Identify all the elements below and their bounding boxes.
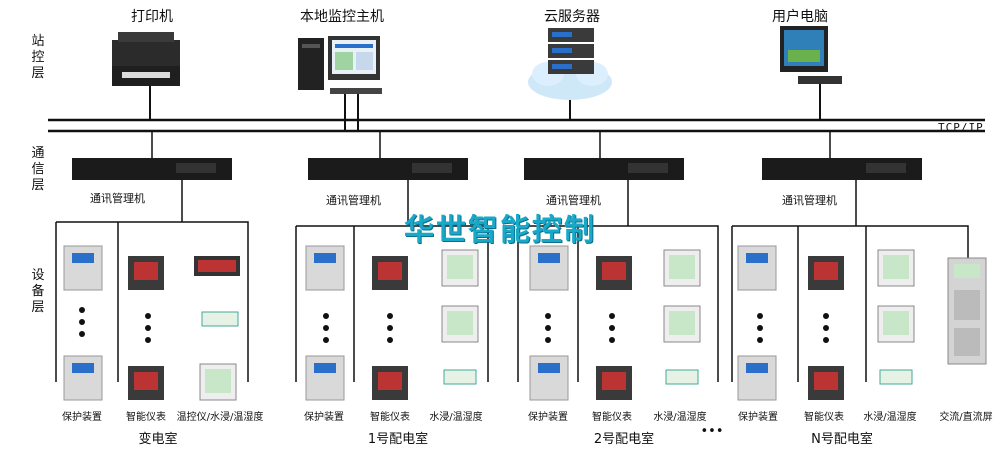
label-meter-4: 智能仪表: [804, 412, 844, 423]
label-protection-3: 保护装置: [528, 412, 568, 423]
label-protection-4: 保护装置: [738, 412, 778, 423]
ac-dc-panel-icon: [947, 257, 987, 365]
label-water-humidity-2: 水浸/温湿度: [429, 412, 483, 423]
more-devices-dots: [79, 307, 829, 343]
printer-icon: [112, 32, 180, 120]
protection-device-icons: [63, 245, 777, 401]
comm-manager-label-4: 通讯管理机: [782, 194, 837, 207]
smart-meter-icons: [128, 256, 844, 400]
user-pc-icon: [780, 26, 842, 120]
printer-label: 打印机: [131, 9, 173, 25]
room-substation-label: 变电室: [138, 432, 178, 447]
room-n-label: N号配电室: [811, 432, 873, 447]
label-protection-2: 保护装置: [304, 412, 344, 423]
label-meter-2: 智能仪表: [370, 412, 410, 423]
device-layer-label: 设备层: [31, 268, 45, 315]
label-meter-1: 智能仪表: [126, 412, 166, 423]
label-meter-3: 智能仪表: [592, 412, 632, 423]
watermark-text: 华世智能控制: [404, 213, 596, 248]
room-2-label: 2号配电室: [593, 432, 655, 447]
device-buses: [55, 180, 969, 382]
label-temp-water-humidity: 温控仪/水浸/温湿度: [176, 412, 264, 423]
comm-manager-label-1: 通讯管理机: [90, 192, 145, 205]
room-1-label: 1号配电室: [367, 432, 429, 447]
tcpip-bus: [48, 118, 985, 133]
comm-layer-label: 通信层: [31, 146, 45, 193]
comm-manager-label-3: 通讯管理机: [546, 194, 601, 207]
cloud-label: 云服务器: [544, 9, 600, 25]
label-water-humidity-4: 水浸/温湿度: [863, 412, 917, 423]
comm-manager-units: [72, 158, 922, 180]
label-protection-1: 保护装置: [62, 412, 102, 423]
host-label: 本地监控主机: [300, 9, 384, 25]
cloud-server-icon: [528, 28, 612, 120]
label-ac-dc-panel: 交流/直流屏: [939, 412, 993, 423]
comm-managers: [151, 131, 831, 160]
label-water-humidity-3: 水浸/温湿度: [653, 412, 707, 423]
station-layer-label: 站控层: [31, 34, 45, 81]
host-computer-icon: [298, 36, 382, 131]
comm-manager-label-2: 通讯管理机: [326, 194, 381, 207]
rooms-more-ellipsis: •••: [700, 424, 724, 439]
user-pc-label: 用户电脑: [772, 9, 828, 25]
temp-humidity-icons: [194, 249, 915, 401]
